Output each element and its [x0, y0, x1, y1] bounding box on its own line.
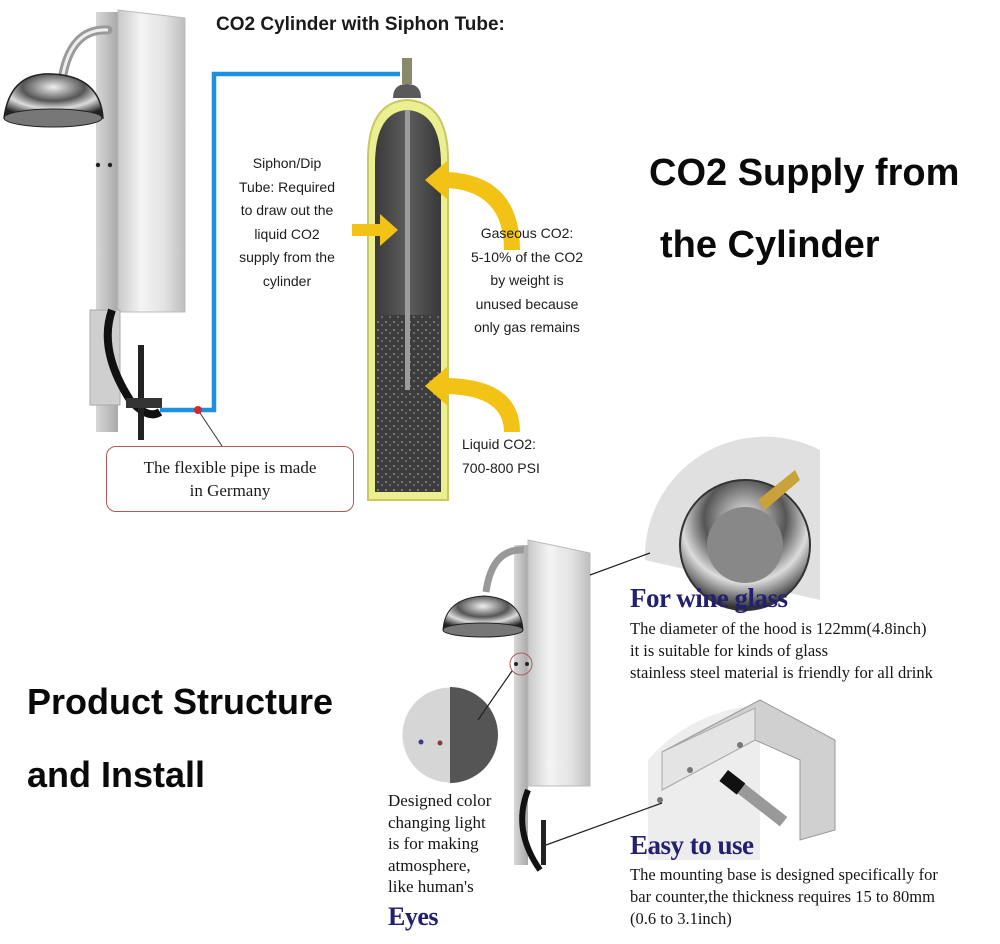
- easy-to-use-description: The mounting base is designed specifical…: [630, 864, 938, 930]
- gaseous-line: Gaseous CO2:: [480, 225, 574, 241]
- gaseous-line: only gas remains: [474, 319, 580, 335]
- wine-desc-line: The diameter of the hood is 122mm(4.8inc…: [630, 619, 927, 638]
- gaseous-annotation: Gaseous CO2: 5-10% of the CO2 by weight …: [456, 222, 598, 340]
- siphon-line: Tube: Required: [239, 178, 335, 195]
- structure-heading-line2: and Install: [27, 754, 206, 795]
- pipe-callout: The flexible pipe is made in Germany: [106, 446, 354, 512]
- light-note-line: is for making: [388, 834, 479, 853]
- siphon-line: liquid CO2: [254, 225, 320, 242]
- siphon-arrow: [352, 214, 398, 246]
- co2-tube: [160, 71, 400, 447]
- siphon-line: to draw out the: [240, 202, 334, 218]
- liquid-annotation: Liquid CO2: 700-800 PSI: [462, 433, 540, 480]
- tap-tower-bottom: [442, 539, 591, 872]
- siphon-line: cylinder: [262, 272, 312, 289]
- siphon-line: supply from the: [239, 249, 335, 265]
- cylinder-title: CO2 Cylinder with Siphon Tube:: [216, 14, 505, 35]
- wine-glass-description: The diameter of the hood is 122mm(4.8inc…: [630, 618, 933, 684]
- liquid-line: Liquid CO2:: [462, 436, 536, 452]
- wine-desc-line: it is suitable for kinds of glass: [630, 641, 828, 660]
- light-note-line: Designed color: [388, 791, 492, 810]
- hood-detail-circle: [589, 436, 820, 611]
- light-note-line: like human's: [388, 877, 474, 896]
- easy-to-use-heading: Easy to use: [630, 830, 754, 860]
- light-note-line: atmosphere,: [388, 855, 471, 875]
- gaseous-line: by weight is: [490, 272, 564, 288]
- easy-desc-line: bar counter,the thickness requires 15 to…: [630, 887, 935, 906]
- tap-tower-top: [3, 9, 186, 440]
- siphon-annotation: Siphon/Dip Tube: Required to draw out th…: [218, 152, 356, 293]
- wine-desc-line: stainless steel material is friendly for…: [630, 663, 933, 682]
- liquid-line: 700-800 PSI: [462, 459, 540, 476]
- light-note: Designed color changing light is for mak…: [388, 790, 491, 898]
- arrows: [352, 160, 520, 432]
- gaseous-line: unused because: [475, 295, 579, 312]
- mount-detail-circle: [545, 699, 836, 860]
- gas-arrow: [425, 160, 520, 250]
- pipe-callout-line: in Germany: [189, 481, 271, 500]
- easy-desc-line: The mounting base is designed specifical…: [630, 865, 938, 884]
- structure-heading-line1: Product Structure: [27, 681, 334, 722]
- light-note-line: changing light: [388, 812, 486, 832]
- gaseous-line: 5-10% of the CO2: [470, 248, 584, 265]
- liquid-arrow: [425, 366, 520, 432]
- supply-heading-line1: CO2 Supply from: [649, 152, 960, 194]
- co2-cylinder: [367, 58, 449, 501]
- easy-desc-line: (0.6 to 3.1inch): [630, 909, 732, 928]
- light-detail-circle: [401, 670, 513, 784]
- eyes-heading: Eyes: [388, 902, 439, 931]
- siphon-line: Siphon/Dip: [252, 155, 322, 171]
- pipe-callout-line: The flexible pipe is made: [143, 458, 317, 477]
- supply-heading-line2: the Cylinder: [660, 224, 880, 266]
- wine-glass-heading: For wine glass: [630, 583, 788, 613]
